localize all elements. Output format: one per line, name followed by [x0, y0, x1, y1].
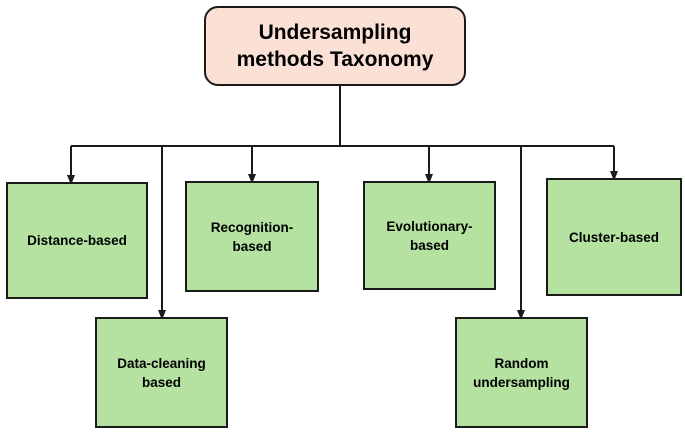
node-label-line: Distance-based	[27, 233, 127, 248]
root-label-line-2: methods Taxonomy	[236, 48, 434, 71]
node-data-cleaning-based: Data-cleaning based	[95, 317, 228, 428]
node-label-line: based	[141, 374, 182, 390]
node-distance-based: Distance-based	[6, 182, 148, 299]
node-label: Distance-based	[27, 231, 127, 250]
root-label-line-1: Undersampling	[258, 21, 412, 44]
root-node-label: Undersampling methods Taxonomy	[237, 19, 434, 73]
node-label-line: Recognition-	[210, 219, 294, 235]
node-label: Evolutionary- based	[386, 217, 472, 255]
node-label-line: Random	[494, 355, 549, 371]
node-cluster-based: Cluster-based	[546, 178, 682, 296]
node-label-line: undersampling	[473, 374, 570, 390]
node-label-line: Evolutionary-	[386, 218, 473, 234]
node-recognition-based: Recognition- based	[185, 181, 319, 292]
node-label-line: Data-cleaning	[117, 355, 206, 371]
node-label-line: based	[232, 238, 272, 254]
node-label: Recognition- based	[211, 218, 294, 256]
node-label-line: Cluster-based	[568, 229, 660, 245]
node-label: Cluster-based	[569, 228, 659, 247]
node-random-undersampling: Random undersampling	[455, 317, 588, 428]
node-label: Random undersampling	[473, 354, 570, 392]
node-label: Data-cleaning based	[117, 354, 206, 392]
root-node: Undersampling methods Taxonomy	[204, 6, 466, 86]
node-evolutionary-based: Evolutionary- based	[363, 181, 496, 290]
node-label-line: based	[409, 237, 449, 253]
